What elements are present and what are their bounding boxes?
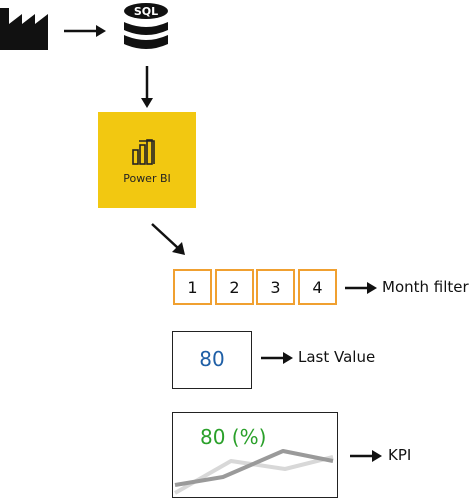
database-label: SQL xyxy=(134,5,158,18)
last-value-card: 80 xyxy=(172,331,252,389)
powerbi-tile: Power BI xyxy=(98,112,196,208)
month-filter-item[interactable]: 1 xyxy=(173,269,212,305)
kpi-trend-chart xyxy=(174,449,334,495)
month-filter-label: Month filter xyxy=(382,278,469,296)
kpi-card: 80 (%) xyxy=(172,412,338,498)
last-value-number: 80 xyxy=(199,347,225,371)
arrow-icon xyxy=(151,223,185,255)
database-icon: SQL xyxy=(124,3,168,49)
arrow-icon xyxy=(261,352,293,364)
powerbi-label: Power BI xyxy=(123,172,171,185)
powerbi-icon xyxy=(132,139,155,165)
arrow-icon xyxy=(350,450,382,462)
kpi-label: KPI xyxy=(388,446,412,464)
month-filter-item[interactable]: 2 xyxy=(215,269,254,305)
arrow-icon xyxy=(64,25,106,37)
arrow-icon xyxy=(345,282,377,294)
arrow-icon xyxy=(141,66,153,108)
factory-icon xyxy=(0,8,48,50)
kpi-trend-line-light xyxy=(174,455,334,495)
kpi-number: 80 (%) xyxy=(200,425,267,449)
month-filter-item[interactable]: 4 xyxy=(298,269,337,305)
month-filter-item[interactable]: 3 xyxy=(256,269,295,305)
kpi-trend-line-dark xyxy=(174,449,334,487)
last-value-label: Last Value xyxy=(298,348,376,366)
